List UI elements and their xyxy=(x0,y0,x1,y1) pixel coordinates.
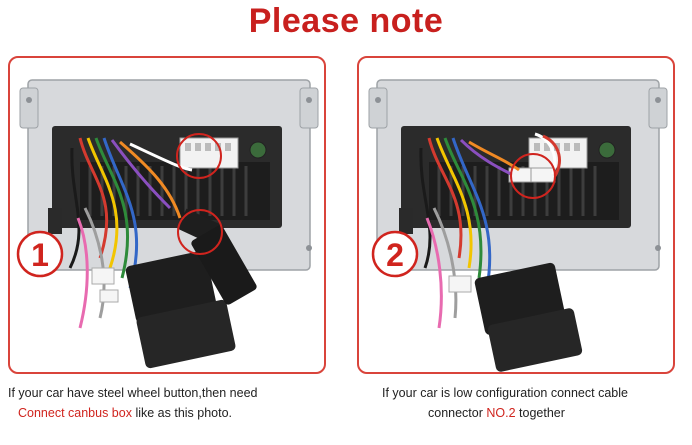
page-title: Please note xyxy=(248,2,444,40)
caption-right-highlight: NO.2 xyxy=(486,406,516,420)
caption-left-line1: If your car have steel wheel button,then… xyxy=(8,386,258,400)
highlight-circle xyxy=(177,209,223,255)
highlight-circle xyxy=(510,153,556,199)
caption-left-highlight: Connect canbus box xyxy=(18,406,132,420)
step-badge xyxy=(16,230,64,278)
photo-panel-canbus: 1 xyxy=(8,56,326,374)
caption-right-prefix: connector xyxy=(428,406,487,420)
caption-right-rest: together xyxy=(515,406,565,420)
step-badge xyxy=(371,230,419,278)
caption-right-line2: connector NO.2 together xyxy=(428,403,565,423)
step-badge-number: 2 xyxy=(386,237,404,273)
caption-right-line1: If your car is low configuration connect… xyxy=(382,386,628,400)
photo-panel-connector: 2 xyxy=(357,56,675,374)
caption-left-rest: like as this photo. xyxy=(131,406,233,420)
radio-wiring-photo: 2 xyxy=(368,79,668,372)
highlight-circle xyxy=(176,133,222,179)
step-badge-number: 1 xyxy=(31,237,49,273)
caption-left-line2: Connect canbus box like as this photo. xyxy=(18,403,232,423)
radio-wiring-photo: 1 xyxy=(16,79,319,369)
